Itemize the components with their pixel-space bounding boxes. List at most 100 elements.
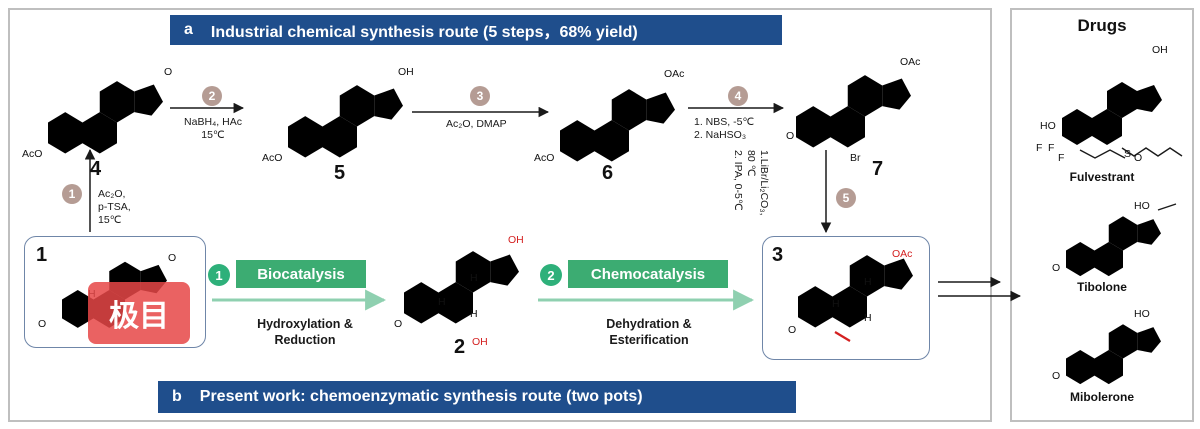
- tibolone-ho: HO: [1134, 200, 1150, 212]
- atom-1-o: O: [38, 318, 47, 330]
- atom-3-h3: H: [864, 312, 872, 324]
- atom-3-o: O: [788, 324, 797, 336]
- fulvestrant-tail: [1079, 149, 1126, 159]
- compound-1-box: [24, 236, 206, 348]
- chemo-tag: Chemocatalysis: [568, 260, 728, 288]
- atom-6-aco: AcO: [534, 152, 555, 164]
- fulvestrant-f1: F: [1036, 142, 1043, 154]
- step-5-conditions: 1.LiBr/Li₂CO₃, 80 ℃ 2. IPA, 0-5℃: [731, 150, 770, 216]
- bio-tag: Biocatalysis: [236, 260, 366, 288]
- header-panel-b: b Present work: chemoenzymatic synthesis…: [158, 381, 796, 413]
- watermark-logo: 极目: [88, 282, 190, 344]
- atom-2-oh-top: OH: [508, 234, 524, 246]
- panel-b-letter: b: [172, 388, 182, 405]
- compound-4-label: 4: [90, 158, 102, 180]
- drug-mibolerone: Mibolerone: [1069, 390, 1134, 404]
- panel-a-letter: a: [184, 21, 193, 38]
- step-1-line-3: 15℃: [98, 214, 122, 226]
- header-panel-a: a Industrial chemical synthesis route (5…: [170, 15, 782, 45]
- step-3-conditions: Ac₂O, DMAP: [446, 118, 507, 131]
- tibolone-o: O: [1052, 262, 1061, 274]
- atom-3-oac: OAc: [892, 248, 913, 260]
- step-3-line-1: Ac₂O, DMAP: [446, 118, 507, 130]
- chemo-desc-line-2: Esterification: [609, 333, 689, 347]
- structure-7: [796, 70, 911, 148]
- atom-5-oh: OH: [398, 66, 414, 78]
- fulvestrant-chain: [1121, 147, 1183, 157]
- step-4-line-2: 2. NaHSO₃: [694, 129, 747, 141]
- atom-3-h2: H: [832, 298, 840, 310]
- drug-tibolone: Tibolone: [1077, 280, 1127, 294]
- step-5-badge: 5: [836, 188, 856, 208]
- step-1-line-1: Ac₂O,: [98, 188, 126, 200]
- structure-5: [288, 80, 403, 158]
- step-4-line-1: 1. NBS, -5℃: [694, 116, 755, 128]
- atom-1-o-top: O: [168, 252, 177, 264]
- atom-2-oh-bottom: OH: [472, 336, 488, 348]
- atom-5-aco: AcO: [262, 152, 283, 164]
- structure-mibolerone: [1066, 320, 1161, 385]
- structure-3: [798, 250, 913, 328]
- atom-2-h3: H: [470, 308, 478, 320]
- atom-7-oac: OAc: [900, 56, 921, 68]
- compound-2-label: 2: [454, 336, 466, 358]
- fulvestrant-so: O: [1134, 152, 1143, 164]
- fulvestrant-ho: HO: [1040, 120, 1056, 132]
- atom-2-o: O: [394, 318, 403, 330]
- mibolerone-o: O: [1052, 370, 1061, 382]
- atom-2-h1: H: [470, 272, 478, 284]
- fulvestrant-f2: F: [1048, 142, 1055, 154]
- chemo-desc-line-1: Dehydration &: [606, 317, 692, 331]
- fulvestrant-f3: F: [1058, 152, 1065, 164]
- compound-3-label: 3: [772, 244, 784, 266]
- panel-route: [8, 8, 992, 422]
- step-5-line-1: 1.LiBr/Li₂CO₃,: [758, 150, 770, 216]
- structure-6: [560, 84, 675, 162]
- step-5-line-2: 80 ℃: [745, 150, 757, 177]
- atom-6-oac: OAc: [664, 68, 685, 80]
- structure-4: [48, 76, 163, 154]
- atom-2-h2: H: [438, 296, 446, 308]
- panel-b-title: Present work: chemoenzymatic synthesis r…: [199, 388, 643, 405]
- tibolone-alkyne: [1157, 203, 1177, 211]
- step-5-line-3: 2. IPA, 0-5℃: [732, 150, 744, 211]
- fulvestrant-oh: OH: [1152, 44, 1168, 56]
- bio-desc-line-1: Hydroxylation &: [257, 317, 353, 331]
- atom-3-h1: H: [864, 276, 872, 288]
- atom-4-o: O: [164, 66, 173, 78]
- step-2-line-1: NaBH₄, HAc: [184, 116, 242, 128]
- atom-7-br: Br: [850, 152, 861, 164]
- compound-1-label: 1: [36, 244, 48, 266]
- step-3-badge: 3: [470, 86, 490, 106]
- step-2-line-2: 15℃: [201, 129, 225, 141]
- fulvestrant-s: S: [1124, 148, 1132, 160]
- step-1-conditions: Ac₂O, p-TSA, 15℃: [98, 188, 131, 227]
- compound-7-label: 7: [872, 158, 884, 180]
- drug-fulvestrant: Fulvestrant: [1069, 170, 1135, 184]
- panel-a-title: Industrial chemical synthesis route (5 s…: [210, 24, 638, 41]
- step-1-line-2: p-TSA,: [98, 201, 131, 213]
- compound-3-box: [762, 236, 930, 360]
- mibolerone-ho: HO: [1134, 308, 1150, 320]
- structure-fulvestrant: [1062, 78, 1162, 145]
- compound-5-label: 5: [334, 162, 346, 184]
- structure-tibolone: [1066, 212, 1161, 277]
- bio-desc-line-2: Reduction: [274, 333, 336, 347]
- step-4-conditions: 1. NBS, -5℃ 2. NaHSO₃: [694, 116, 754, 142]
- step-1-badge: 1: [62, 184, 82, 204]
- structure-3-double-bond: [834, 331, 851, 342]
- step-4-badge: 4: [728, 86, 748, 106]
- chemo-description: Dehydration & Esterification: [574, 316, 724, 348]
- panel-drugs: [1010, 8, 1194, 422]
- chemo-badge: 2: [540, 264, 562, 286]
- bio-badge: 1: [208, 264, 230, 286]
- compound-6-label: 6: [602, 162, 614, 184]
- step-2-badge: 2: [202, 86, 222, 106]
- drugs-title: Drugs: [1077, 16, 1127, 35]
- bio-description: Hydroxylation & Reduction: [230, 316, 380, 348]
- step-2-conditions: NaBH₄, HAc 15℃: [176, 116, 250, 142]
- atom-7-o: O: [786, 130, 795, 142]
- structure-2: [404, 246, 519, 324]
- atom-4-aco: AcO: [22, 148, 43, 160]
